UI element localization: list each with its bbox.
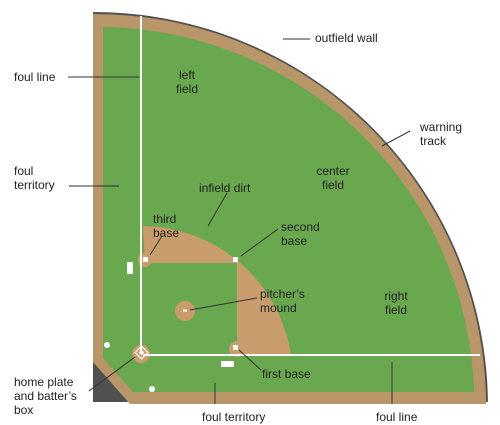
- on-deck-circle-left: [104, 342, 110, 348]
- label-warning-track: warning track: [420, 120, 463, 148]
- label-home-plate-and-batters-box: home plate and batter’s box: [14, 375, 77, 417]
- label-pitchers-mound: pitcher’s mound: [260, 287, 305, 315]
- label-outfield-wall: outfield wall: [315, 31, 378, 45]
- label-first-base: first base: [262, 367, 311, 381]
- label-foul-territory-left: foul territory: [14, 164, 55, 192]
- label-left-field: left field: [175, 68, 198, 96]
- third-base-bag: [143, 257, 148, 262]
- label-infield-dirt: infield dirt: [199, 181, 251, 195]
- label-right-field: right field: [384, 289, 408, 317]
- second-base-bag: [233, 257, 238, 262]
- on-deck-circle-right: [149, 386, 155, 392]
- leader-lines: [68, 38, 411, 404]
- label-third-base: third base: [153, 212, 180, 240]
- label-center-field: center field: [316, 164, 350, 192]
- playing-field-grass: [103, 27, 474, 392]
- label-foul-line-top: foul line: [14, 70, 56, 84]
- first-base-bag: [233, 345, 238, 350]
- first-base-dugout: [221, 361, 234, 367]
- home-plate-and-batters-box: [134, 345, 149, 360]
- third-base-dugout: [127, 262, 133, 274]
- label-foul-territory-bottom: foul territory: [202, 410, 266, 424]
- label-second-base: second base: [281, 220, 320, 248]
- label-foul-line-bottom: foul line: [376, 410, 418, 424]
